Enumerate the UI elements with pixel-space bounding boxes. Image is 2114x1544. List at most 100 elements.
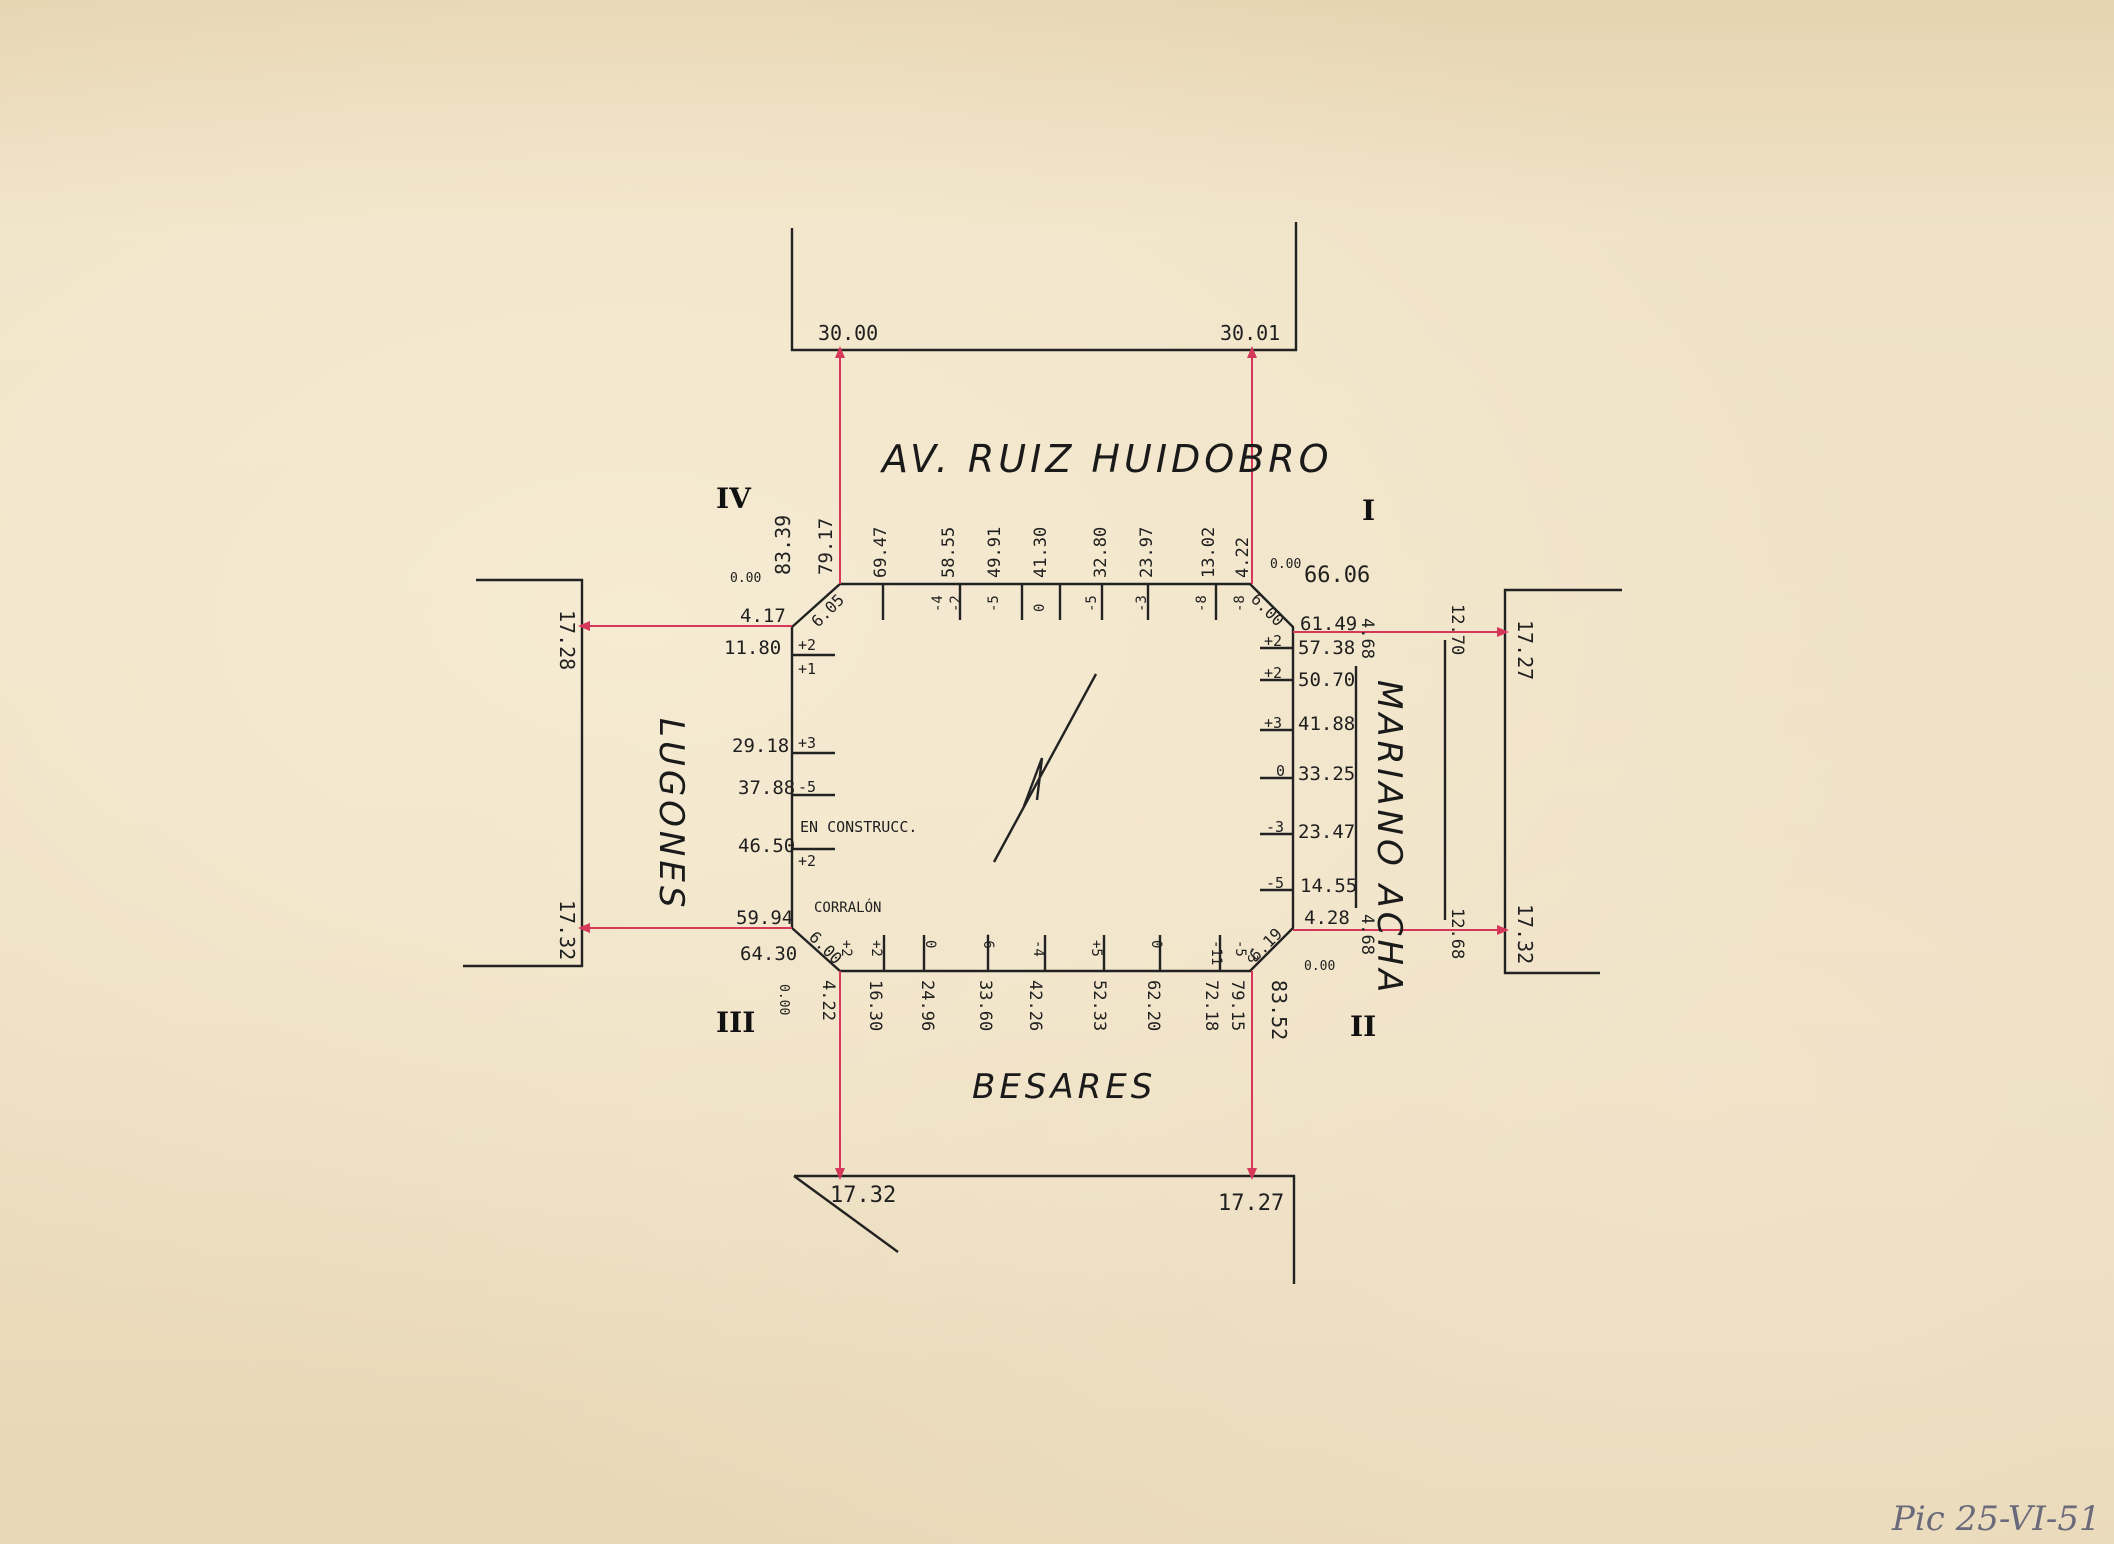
south-level: -3 (1244, 946, 1260, 963)
west-level: -5 (798, 778, 816, 796)
arrow-east-bottom (1497, 925, 1509, 935)
width-north-right: 30.01 (1220, 321, 1280, 345)
quadrant-label-sw: III (716, 1006, 755, 1039)
east-level: +2 (1264, 632, 1282, 650)
street-name-west: LUGONES (651, 718, 691, 911)
chamfer-nw: 6.05 (807, 590, 848, 631)
annotation-construction: EN CONSTRUCC. (800, 818, 917, 836)
south-level: -11 (1208, 940, 1224, 965)
arrow-south-left (835, 1168, 845, 1180)
south-distance: 24.96 (917, 980, 937, 1031)
east-distance: 50.70 (1298, 669, 1355, 691)
north-level: -4 (930, 595, 946, 612)
width-west-bottom: 17.32 (555, 900, 579, 960)
east-level: -3 (1266, 818, 1284, 836)
east-side-levels: +2 +2 +3 0 -3 -5 (1264, 632, 1285, 892)
street-name-north: AV. RUIZ HUIDOBRO (879, 437, 1333, 481)
corner-se-total: 83.52 (1267, 980, 1291, 1040)
width-east-bottom: 17.32 (1513, 904, 1537, 964)
arrow-east-top (1497, 627, 1509, 637)
west-distance: 59.94 (736, 907, 793, 929)
east-level: 0 (1276, 762, 1285, 780)
north-level: -5 (1084, 595, 1100, 612)
east-distance: 33.25 (1298, 763, 1355, 785)
east-setbacks: 4.68 12.70 4.68 12.68 (1357, 604, 1467, 959)
south-level: +2 (868, 940, 884, 957)
south-level: +2 (838, 940, 854, 957)
south-level: +5 (1088, 940, 1104, 957)
corner-nw-total: 83.39 (771, 515, 795, 575)
street-name-south: BESARES (972, 1067, 1156, 1107)
south-level: -5 (1232, 940, 1248, 957)
west-side-levels: +2 +1 +3 -5 +2 (798, 636, 816, 870)
east-setback: 12.70 (1447, 604, 1467, 655)
north-distance: 4.22 (1233, 537, 1253, 578)
corner-ne-zero: 0.00 (1270, 557, 1301, 572)
west-distance: 4.17 (740, 605, 786, 627)
west-level: +2 (798, 852, 816, 870)
south-distance: 72.18 (1201, 980, 1221, 1031)
south-distance: 42.26 (1025, 980, 1045, 1031)
width-south-left: 17.32 (830, 1183, 896, 1208)
quadrant-label-nw: IV (716, 482, 752, 515)
east-setback: 4.68 (1357, 618, 1377, 659)
arrow-south-right (1247, 1168, 1257, 1180)
east-level: +3 (1264, 714, 1282, 732)
arrow-west-bottom (578, 923, 590, 933)
city-block-outline (790, 582, 1295, 973)
east-distance: 61.49 (1300, 613, 1357, 635)
west-distance: 29.18 (732, 735, 789, 757)
east-level: +2 (1264, 664, 1282, 682)
north-street-boundary (790, 222, 1298, 352)
south-level: 0 (922, 940, 938, 948)
north-distance: 32.80 (1091, 527, 1111, 578)
north-distance: 69.47 (871, 527, 891, 578)
east-side-distances: 66.06 61.49 57.38 50.70 41.88 33.25 23.4… (1298, 563, 1370, 929)
north-side-levels: -4 -2 -5 0 -5 -3 -8 -8 (930, 595, 1248, 612)
east-setback: 12.68 (1447, 908, 1467, 959)
east-setback: 4.68 (1357, 914, 1377, 955)
east-distance: 14.55 (1300, 875, 1357, 897)
north-distance: 41.30 (1031, 527, 1051, 578)
south-distance: 33.60 (975, 980, 995, 1031)
north-distance: 23.97 (1137, 527, 1157, 578)
west-level: +3 (798, 734, 816, 752)
west-distance: 11.80 (724, 637, 781, 659)
north-distance: 49.91 (985, 527, 1005, 578)
north-distance: 79.17 (815, 518, 837, 575)
north-level: 0 (1032, 604, 1048, 612)
south-level: 0 (1148, 940, 1164, 948)
west-distance: 46.50 (738, 835, 795, 857)
street-boundaries (463, 222, 1622, 1284)
quadrant-label-se: II (1350, 1010, 1376, 1043)
west-level: +1 (798, 660, 816, 678)
width-north-left: 30.00 (818, 321, 878, 345)
west-distance: 64.30 (740, 943, 797, 965)
arrow-north-right (1247, 346, 1257, 358)
north-distance: 58.55 (939, 527, 959, 578)
north-level: -2 (948, 595, 964, 612)
north-distance: 13.02 (1199, 527, 1219, 578)
corner-sw-zero: 0.00 (776, 984, 791, 1015)
west-distance: 37.88 (738, 777, 795, 799)
annotation-corralon: CORRALÓN (814, 898, 881, 916)
east-distance: 41.88 (1298, 713, 1355, 735)
west-street-boundary (463, 578, 584, 968)
south-distance: 16.30 (865, 980, 885, 1031)
corner-se-zero: 0.00 (1304, 959, 1335, 974)
chamfer-ne: 6.00 (1247, 589, 1288, 630)
north-level: -5 (986, 595, 1002, 612)
east-level: -5 (1266, 874, 1284, 892)
south-side-levels: +2 +2 0 -6 -4 +5 0 -11 -5 -3 (838, 932, 1260, 965)
arrow-north-left (835, 346, 845, 358)
south-distance: 52.33 (1089, 980, 1109, 1031)
side-tick-marks (792, 584, 1293, 971)
east-distance: 4.28 (1304, 907, 1350, 929)
west-side-distances: 4.17 11.80 29.18 37.88 46.50 59.94 64.30 (724, 605, 797, 965)
quadrant-label-ne: I (1362, 494, 1375, 527)
north-side-distances: 79.17 69.47 58.55 49.91 41.30 32.80 23.9… (815, 518, 1253, 578)
corner-nw-zero: 0.00 (730, 571, 761, 586)
width-south-right: 17.27 (1218, 1191, 1284, 1216)
